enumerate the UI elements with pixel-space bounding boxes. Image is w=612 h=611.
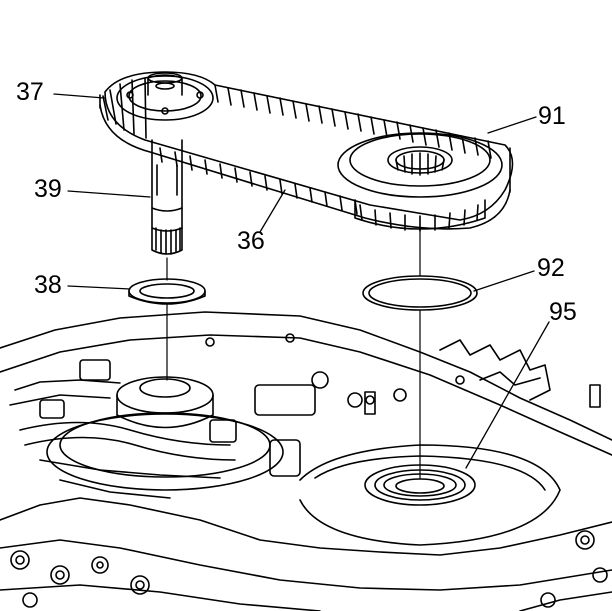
sprocket-91 — [337, 132, 503, 232]
drive-shaft-39 — [151, 139, 183, 255]
transmission-case — [0, 311, 612, 611]
leader-lines — [53, 93, 550, 469]
callout-38: 38 — [34, 271, 62, 299]
output-seal-95 — [299, 444, 561, 546]
alignment-lines — [166, 227, 421, 479]
washer-92 — [362, 275, 478, 311]
thrust-washer-38 — [128, 278, 206, 305]
drive-chain-36 — [99, 71, 514, 230]
callout-92: 92 — [537, 254, 565, 282]
left-support-hub — [46, 376, 284, 491]
callout-39: 39 — [34, 175, 62, 203]
callout-36: 36 — [237, 227, 265, 255]
callout-95: 95 — [549, 298, 577, 326]
sprocket-37 — [116, 72, 214, 121]
callout-91: 91 — [538, 102, 566, 130]
callout-37: 37 — [16, 78, 44, 106]
